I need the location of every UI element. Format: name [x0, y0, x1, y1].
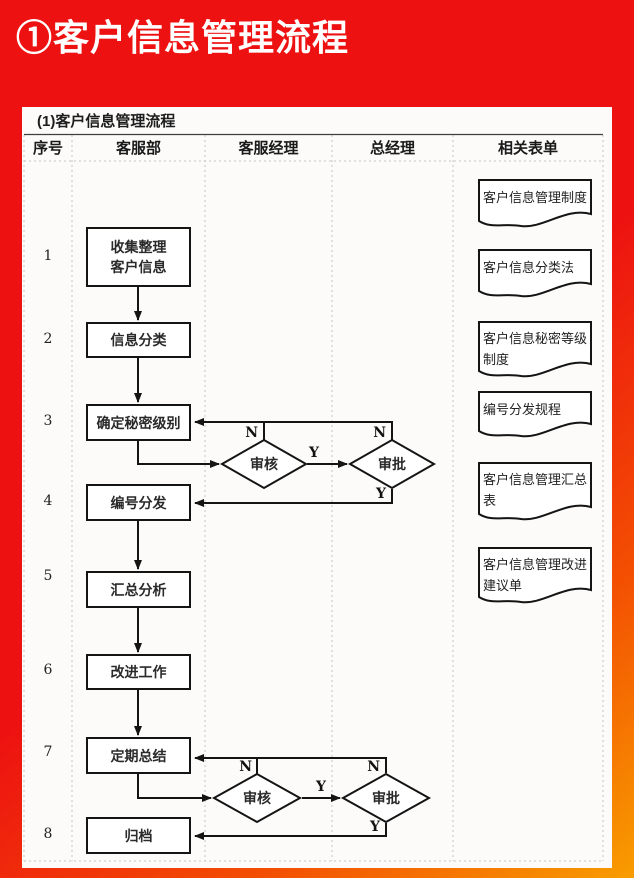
- step-label-3: 确定秘密级别: [96, 414, 181, 431]
- step-label-2: 信息分类: [110, 332, 167, 348]
- form-label-6: 客户信息管理改进建议单: [483, 557, 588, 593]
- row-number-4: 4: [43, 493, 53, 509]
- row-number-3: 3: [43, 413, 53, 429]
- row-number-6: 6: [43, 662, 53, 678]
- review-label-bottom: 审核: [243, 790, 271, 806]
- step-label-6: 改进工作: [110, 664, 167, 680]
- step-label-5: 汇总分析: [110, 581, 167, 598]
- approve-label-bottom: 审批: [372, 790, 400, 806]
- approve-no-label-top: N: [373, 425, 386, 441]
- review-yes-label-bottom: Y: [316, 779, 326, 795]
- col-header-forms: 相关表单: [497, 140, 558, 157]
- step-label-7: 定期总结: [110, 747, 167, 764]
- col-header-manager: 客服经理: [238, 140, 299, 157]
- review-yes-label-top: Y: [309, 445, 319, 461]
- row-number-8: 8: [43, 826, 53, 842]
- col-header-gm: 总经理: [369, 140, 415, 157]
- col-header-no: 序号: [32, 140, 63, 157]
- row-number-5: 5: [43, 568, 53, 584]
- form-label-5: 客户信息管理汇总表: [483, 472, 588, 508]
- step-label-8: 归档: [124, 827, 153, 844]
- step-label-4: 编号分发: [110, 494, 167, 511]
- step-label-1-line2: 客户信息: [110, 259, 167, 275]
- row-number-1: 1: [43, 248, 53, 264]
- step-label-1: 收集整理 客户信息: [87, 228, 190, 286]
- form-label-4: 编号分发规程: [483, 402, 562, 417]
- row-number-2: 2: [43, 331, 53, 347]
- form-label-1: 客户信息管理制度: [483, 190, 588, 205]
- form-label-3: 客户信息秘密等级制度: [483, 331, 588, 367]
- panel-subtitle: (1)客户信息管理流程: [37, 113, 176, 130]
- col-header-dept: 客服部: [115, 140, 161, 157]
- approve-no-label-bottom: N: [367, 759, 380, 775]
- row-number-7: 7: [43, 744, 53, 760]
- approve-yes-label-top: Y: [376, 486, 386, 502]
- form-label-2: 客户信息分类法: [483, 260, 575, 275]
- approve-label-top: 审批: [378, 456, 406, 472]
- step-label-1-line1: 收集整理: [110, 239, 167, 255]
- review-no-label-top: N: [245, 425, 258, 441]
- review-no-label-bottom: N: [239, 759, 252, 775]
- page-title: ①客户信息管理流程: [16, 17, 350, 58]
- approve-yes-label-bottom: Y: [370, 819, 380, 835]
- review-label-top: 审核: [250, 456, 278, 472]
